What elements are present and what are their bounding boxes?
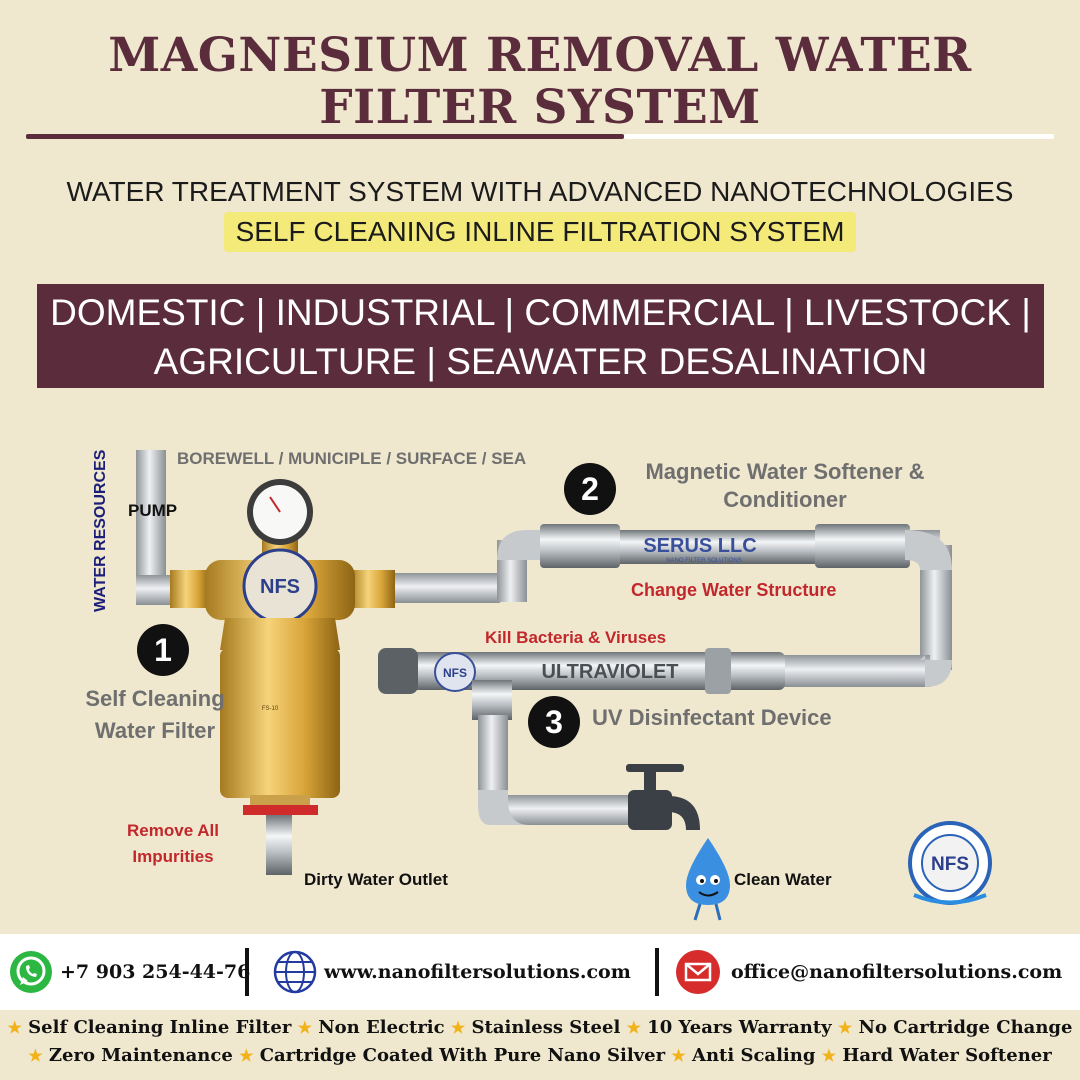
feature-item: Anti Scaling bbox=[691, 1045, 816, 1066]
feature-list: ★ Self Cleaning Inline Filter ★ Non Elec… bbox=[0, 1014, 1080, 1070]
contact-separator bbox=[245, 948, 249, 996]
star-icon: ★ bbox=[7, 1018, 22, 1037]
magnetic-softener: SERUS LLC NANO FILTER SOLUTIONS bbox=[540, 524, 910, 568]
feature-row-2: ★ Zero Maintenance ★ Cartridge Coated Wi… bbox=[0, 1042, 1080, 1070]
svg-text:NFS: NFS bbox=[260, 576, 300, 598]
banner-line-1: DOMESTIC | INDUSTRIAL | COMMERCIAL | LIV… bbox=[50, 292, 1031, 333]
step-2-line-1: Magnetic Water Softener & bbox=[645, 459, 925, 484]
remove-impurities-line-1: Remove All bbox=[127, 821, 219, 840]
title-divider bbox=[26, 134, 624, 139]
feature-item: Cartridge Coated With Pure Nano Silver bbox=[259, 1045, 666, 1066]
feature-item: Hard Water Softener bbox=[842, 1045, 1052, 1066]
phone-number: +7 903 254-44-76 bbox=[60, 961, 251, 983]
highlight-subtitle: SELF CLEANING INLINE FILTRATION SYSTEM bbox=[224, 212, 856, 252]
banner-line-2: AGRICULTURE | SEAWATER DESALINATION bbox=[153, 341, 928, 382]
title-divider-light bbox=[624, 134, 1054, 139]
globe-icon bbox=[273, 950, 317, 994]
clean-water-label: Clean Water bbox=[734, 870, 832, 889]
kill-bacteria-label: Kill Bacteria & Viruses bbox=[485, 628, 667, 647]
step-1-line-1: Self Cleaning bbox=[85, 686, 225, 711]
remove-impurities-label: Remove All Impurities bbox=[98, 818, 248, 870]
feature-item: Non Electric bbox=[318, 1017, 445, 1038]
star-icon: ★ bbox=[626, 1018, 641, 1037]
star-icon: ★ bbox=[821, 1046, 837, 1065]
whatsapp-icon bbox=[10, 951, 52, 993]
feature-item: No Cartridge Change bbox=[858, 1017, 1073, 1038]
website-contact[interactable]: www.nanofiltersolutions.com bbox=[272, 934, 631, 1010]
sources-label: BOREWELL / MUNICIPLE / SURFACE / SEA bbox=[177, 449, 527, 468]
mail-icon bbox=[676, 950, 720, 994]
star-icon: ★ bbox=[837, 1018, 853, 1037]
svg-text:NFS: NFS bbox=[443, 666, 467, 680]
feature-item: Zero Maintenance bbox=[48, 1045, 233, 1066]
svg-text:SERUS LLC: SERUS LLC bbox=[643, 535, 756, 557]
feature-item: Stainless Steel bbox=[471, 1017, 621, 1038]
feature-item: Self Cleaning Inline Filter bbox=[28, 1017, 292, 1038]
change-structure-label: Change Water Structure bbox=[631, 580, 837, 600]
step-1-badge: 1 bbox=[137, 624, 189, 676]
pump-label: PUMP bbox=[128, 501, 178, 520]
svg-text:ULTRAVIOLET: ULTRAVIOLET bbox=[541, 661, 678, 683]
step-2-label: Magnetic Water Softener & Conditioner bbox=[620, 458, 950, 514]
phone-contact[interactable]: +7 903 254-44-76 bbox=[8, 934, 250, 1010]
contact-separator bbox=[655, 948, 659, 996]
svg-text:FS-10: FS-10 bbox=[262, 706, 279, 712]
star-icon: ★ bbox=[28, 1046, 43, 1065]
email-address: office@nanofiltersolutions.com bbox=[731, 961, 1063, 983]
feature-row-1: ★ Self Cleaning Inline Filter ★ Non Elec… bbox=[0, 1014, 1080, 1042]
step-3-badge: 3 bbox=[528, 696, 580, 748]
star-icon: ★ bbox=[450, 1018, 466, 1037]
svg-text:NANO FILTER SOLUTIONS: NANO FILTER SOLUTIONS bbox=[666, 558, 742, 564]
page-title: MAGNESIUM REMOVAL WATER FILTER SYSTEM bbox=[108, 28, 972, 135]
star-icon: ★ bbox=[297, 1018, 312, 1037]
filter-to-softener-pipe bbox=[390, 530, 545, 603]
star-icon: ★ bbox=[239, 1046, 254, 1065]
step-2-line-2: Conditioner bbox=[723, 487, 847, 512]
right-loop-pipe bbox=[780, 530, 952, 687]
system-diagram: SERUS LLC NANO FILTER SOLUTIONS NFS ULTR… bbox=[136, 450, 992, 921]
contact-bar: +7 903 254-44-76 www.nanofiltersolutions… bbox=[0, 934, 1080, 1010]
faucet-icon bbox=[626, 764, 700, 830]
email-contact[interactable]: office@nanofiltersolutions.com bbox=[675, 934, 1062, 1010]
remove-impurities-line-2: Impurities bbox=[132, 847, 214, 866]
step-1-line-2: Water Filter bbox=[94, 718, 216, 743]
water-drop-mascot bbox=[686, 838, 730, 921]
water-resources-label: WATER RESOURCES bbox=[92, 449, 109, 612]
uv-device: NFS ULTRAVIOLET bbox=[378, 648, 785, 694]
application-banner: DOMESTIC | INDUSTRIAL | COMMERCIAL | LIV… bbox=[37, 284, 1044, 388]
subtitle: WATER TREATMENT SYSTEM WITH ADVANCED NAN… bbox=[66, 176, 1014, 207]
dirty-outlet-label: Dirty Water Outlet bbox=[304, 870, 448, 889]
step-1-label: Self Cleaning Water Filter bbox=[70, 683, 240, 747]
star-icon: ★ bbox=[671, 1046, 686, 1065]
svg-text:NFS: NFS bbox=[931, 854, 969, 875]
nfs-logo: NFS bbox=[908, 821, 992, 905]
step-3-label: UV Disinfectant Device bbox=[592, 705, 832, 730]
feature-item: 10 Years Warranty bbox=[647, 1017, 832, 1038]
website-link: www.nanofiltersolutions.com bbox=[324, 961, 631, 983]
step-2-badge: 2 bbox=[564, 463, 616, 515]
tap-pipe bbox=[472, 680, 635, 825]
self-cleaning-filter: NFS FS-10 bbox=[170, 479, 395, 875]
